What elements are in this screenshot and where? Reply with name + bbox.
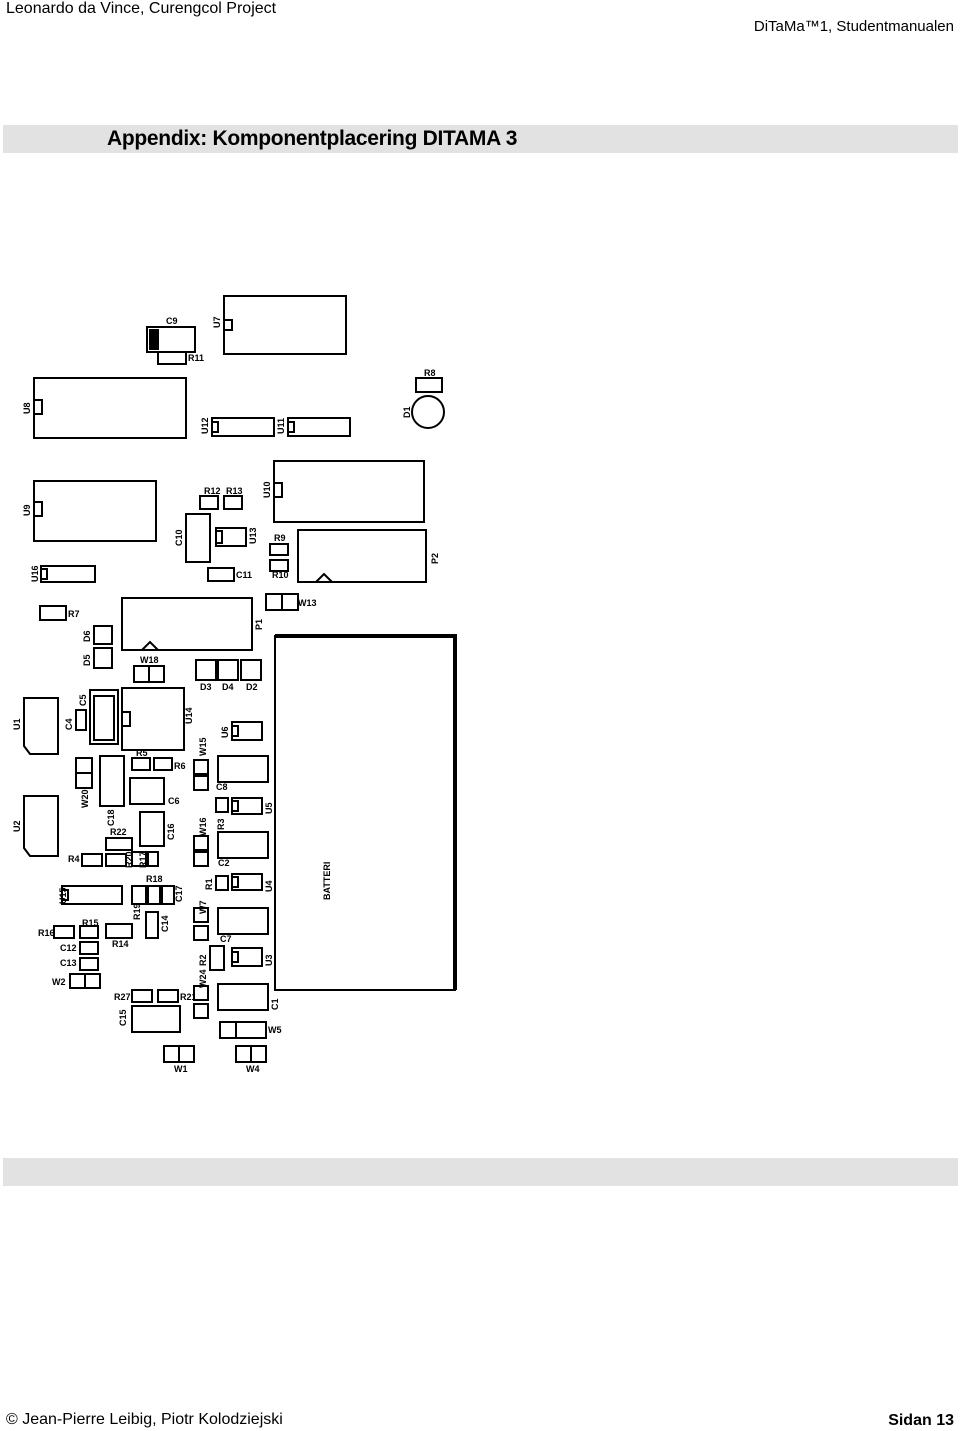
component-label-u4: U4 (264, 880, 274, 892)
component-label-w24: W24 (198, 969, 208, 988)
component-label-u6: U6 (220, 726, 230, 738)
bottom-band (3, 1158, 958, 1186)
header-right: DiTaMa™1, Studentmanualen (753, 18, 954, 35)
component-label-w2: W2 (52, 977, 66, 987)
component-label-w1: W1 (174, 1064, 188, 1074)
component-label-w7: W7 (198, 901, 208, 915)
component-label-d1: D1 (402, 406, 412, 418)
component-label-c12: C12 (60, 943, 77, 953)
component-label-u15: U15 (58, 887, 68, 904)
component-label-c9: C9 (166, 316, 178, 326)
component-label-d3: D3 (200, 682, 212, 692)
component-label-c6: C6 (168, 796, 180, 806)
component-label-u5: U5 (264, 802, 274, 814)
component-label-w13: W13 (298, 598, 317, 608)
component-label-w5: W5 (268, 1025, 282, 1035)
component-label-r11: R11 (188, 353, 204, 363)
component-label-u11: U11 (276, 418, 286, 434)
component-label-u14: U14 (184, 707, 194, 724)
component-label-w18: W18 (140, 655, 159, 665)
component-label-r8: R8 (424, 368, 436, 378)
component-label-u16: U16 (30, 565, 40, 582)
component-label-r1: R1 (204, 878, 214, 890)
component-label-c16: C16 (166, 823, 176, 840)
component-label-w4: W4 (246, 1064, 260, 1074)
component-label-d2: D2 (246, 682, 258, 692)
component-label-r15: R15 (82, 918, 99, 928)
component-label-u7: U7 (212, 316, 222, 328)
component-label-r20: R20 (124, 851, 134, 868)
component-label-c18: C18 (106, 809, 116, 826)
component-label-r27: R27 (114, 992, 131, 1002)
component-label-d6: D6 (82, 630, 92, 642)
component-label-r3: R3 (216, 818, 226, 830)
footer-copyright: © Jean-Pierre Leibig, Piotr Kolodziejski (6, 1411, 283, 1428)
component-label-c17: C17 (174, 885, 184, 902)
component-label-c8: C8 (216, 782, 228, 792)
component-label-u2: U2 (12, 820, 22, 832)
component-label-r16: R16 (38, 928, 55, 938)
component-label-r6: R6 (174, 761, 186, 771)
component-label-r9: R9 (274, 533, 286, 543)
component-label-w20: W20 (80, 789, 90, 808)
component-label-u1: U1 (12, 718, 22, 730)
component-label-w15: W15 (198, 737, 208, 756)
component-label-c1: C1 (270, 998, 280, 1010)
component-label-w16: W16 (198, 817, 208, 836)
component-label-r18: R18 (146, 874, 163, 884)
component-label-r17: R17 (138, 851, 148, 868)
component-label-r14: R14 (112, 939, 129, 949)
component-label-r21: R21 (180, 992, 197, 1002)
component-label-c4: C4 (64, 718, 74, 730)
component-label-c7: C7 (220, 934, 232, 944)
component-label-u8: U8 (22, 402, 32, 414)
component-label-d5: D5 (82, 654, 92, 666)
title-band (3, 125, 958, 153)
component-label-c11: C11 (236, 570, 252, 580)
component-label-c14: C14 (160, 915, 170, 932)
component-label-r13: R13 (226, 486, 243, 496)
header-left: Leonardo da Vince, Curengcol Project (6, 0, 277, 17)
component-label-u12: U12 (200, 417, 210, 434)
component-label-u13: U13 (248, 527, 258, 544)
component-label-p1: P1 (254, 619, 264, 630)
component-label-c15: C15 (118, 1009, 128, 1026)
component-label-c13: C13 (60, 958, 77, 968)
footer-page-number: Sidan 13 (888, 1412, 954, 1429)
component-label-u3: U3 (264, 954, 274, 966)
component-label-u9: U9 (22, 504, 32, 516)
component-label-r2: R2 (198, 954, 208, 966)
component-label-r19: R19 (132, 903, 142, 920)
component-label-r5: R5 (136, 748, 148, 758)
component-label-c5: C5 (78, 694, 88, 706)
component-label-r10: R10 (272, 570, 289, 580)
component-label-r7: R7 (68, 609, 80, 619)
component-label-c10: C10 (174, 529, 184, 546)
component-label-c2: C2 (218, 858, 230, 868)
component-label-r12: R12 (204, 486, 221, 496)
component-label-d4: D4 (222, 682, 234, 692)
component-label-r22: R22 (110, 827, 127, 837)
component-label-r4: R4 (68, 854, 80, 864)
component-label-u10: U10 (262, 481, 272, 498)
component-label-batteri: BATTERI (322, 862, 332, 900)
component-label-p2: P2 (430, 553, 440, 564)
section-title: Appendix: Komponentplacering DITAMA 3 (107, 127, 518, 150)
